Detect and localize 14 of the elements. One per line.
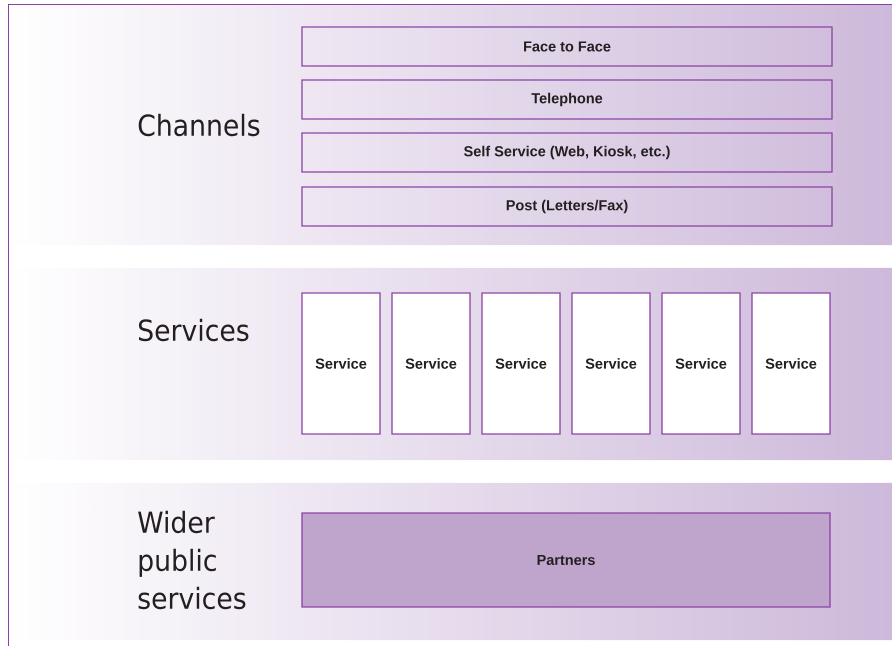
band-heading: Channels [138,114,260,136]
service-box: Service [751,292,831,435]
channel-box: Self Service (Web, Kiosk, etc.) [301,132,833,173]
service-box: Service [661,292,741,435]
channel-box: Post (Letters/Fax) [301,186,833,227]
channel-box: Face to Face [301,26,833,67]
band-heading: Wider public services [138,510,246,610]
band-heading: Services [138,318,248,342]
partner-box: Partners [301,512,831,608]
service-box: Service [391,292,471,435]
service-box: Service [571,292,651,435]
channel-box: Telephone [301,79,833,120]
service-box: Service [481,292,561,435]
service-box: Service [301,292,381,435]
